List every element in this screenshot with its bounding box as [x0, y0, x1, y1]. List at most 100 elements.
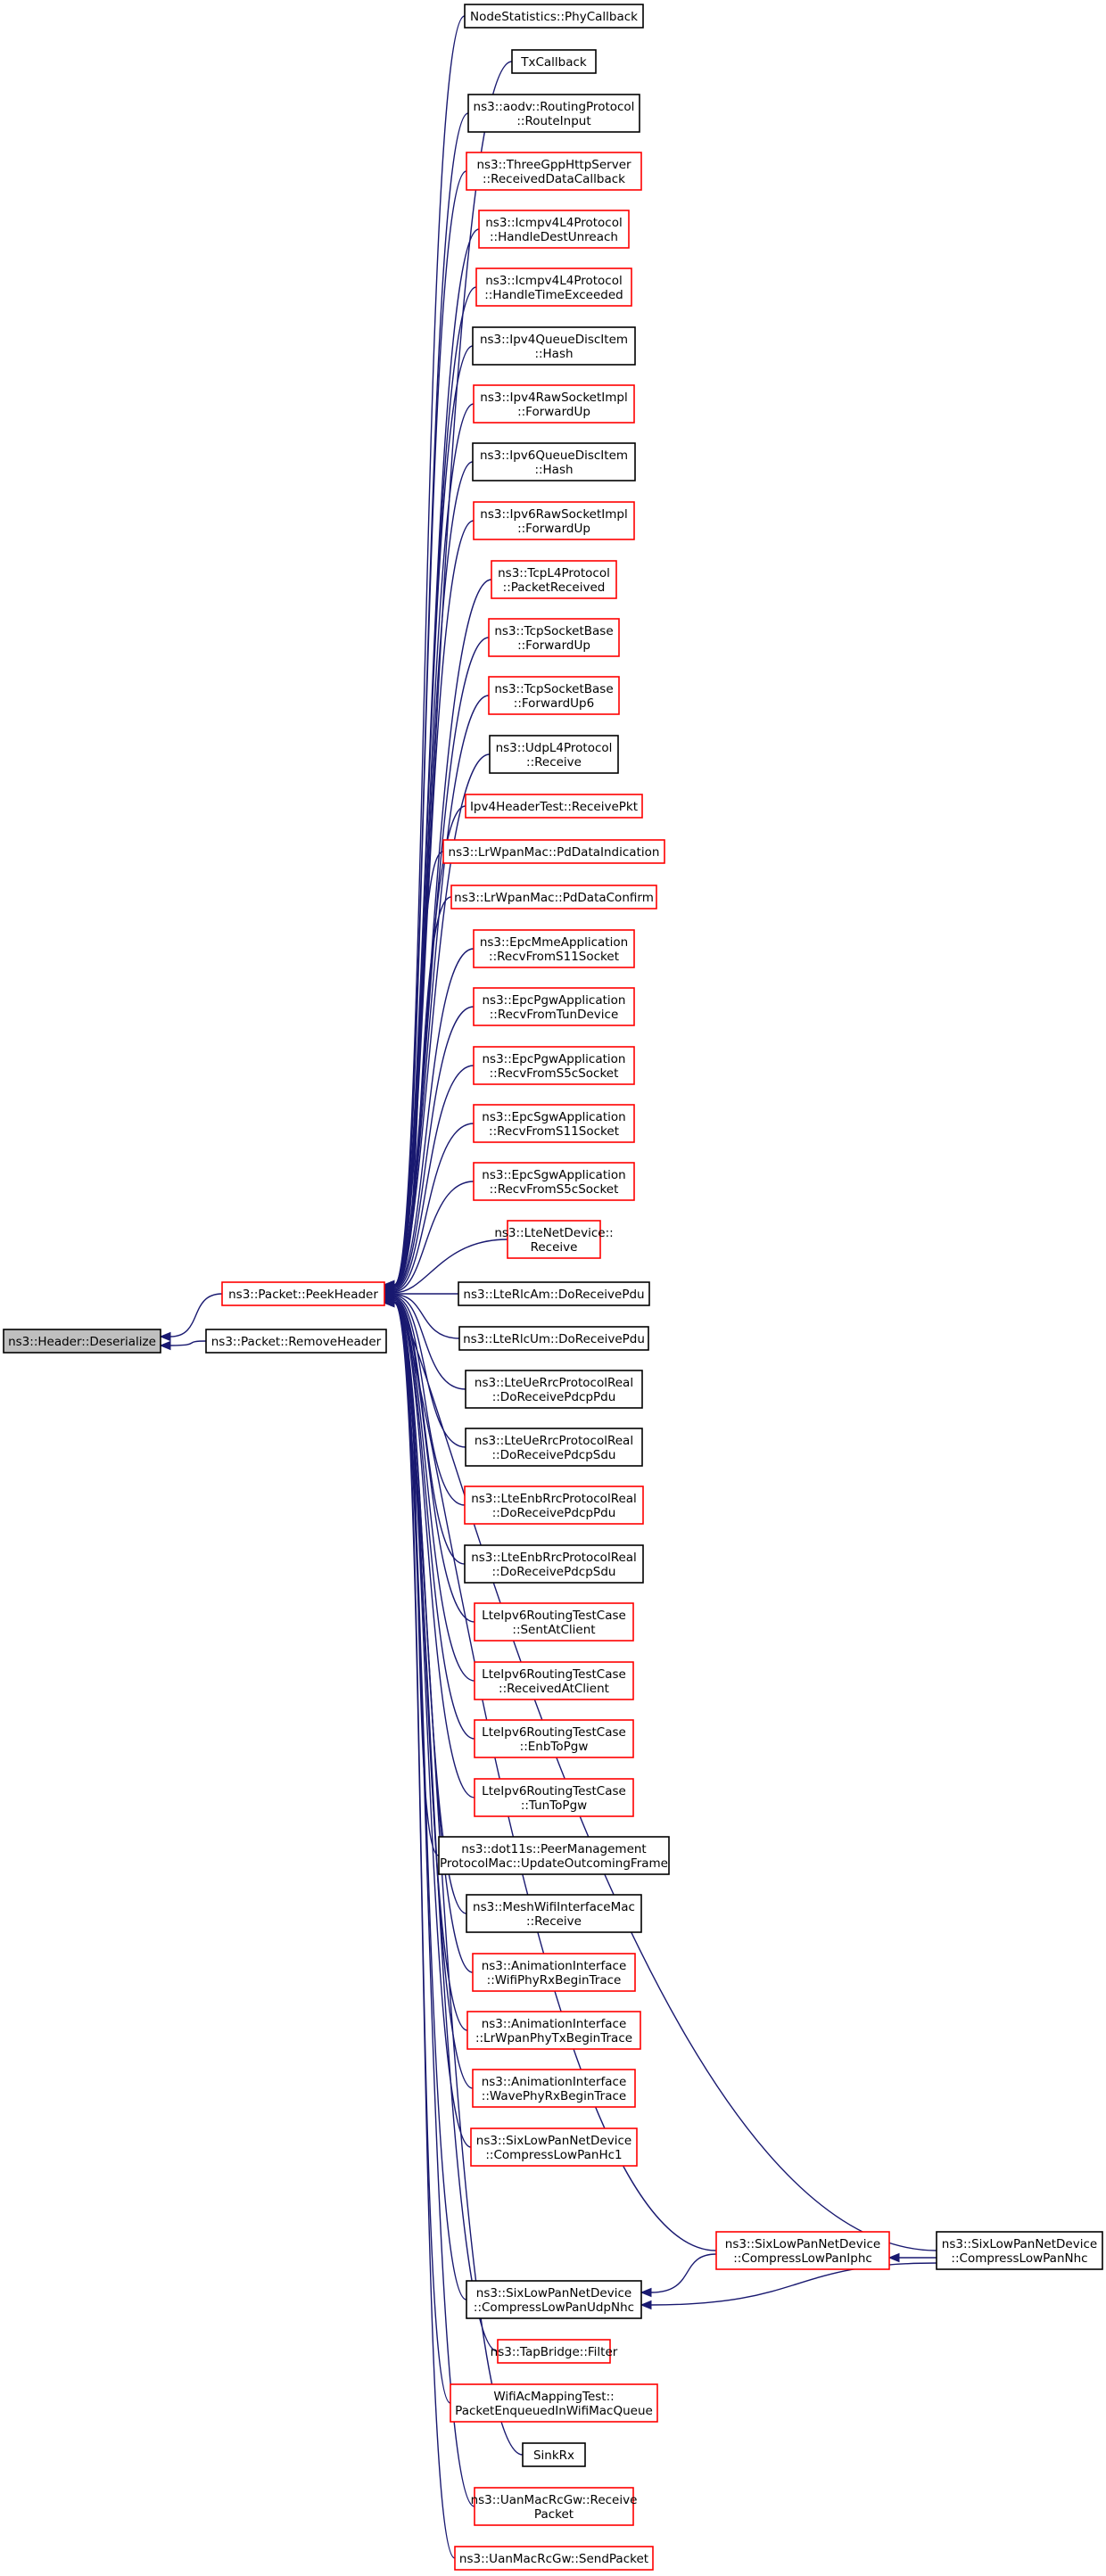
graph-node-n21[interactable]: ns3::EpcSgwApplication::RecvFromS5cSocke…: [473, 1162, 635, 1201]
node-label: ::Receive: [526, 1914, 582, 1929]
graph-node-n3[interactable]: ns3::ThreeGppHttpServer::ReceivedDataCal…: [466, 152, 642, 191]
graph-node-n32[interactable]: LteIpv6RoutingTestCase::TunToPgw: [474, 1778, 634, 1817]
node-label: ns3::EpcSgwApplication: [482, 1110, 625, 1124]
graph-node-n7[interactable]: ns3::Ipv4RawSocketImpl::ForwardUp: [473, 384, 635, 424]
graph-node-n20[interactable]: ns3::EpcSgwApplication::RecvFromS11Socke…: [473, 1104, 635, 1143]
graph-node-n30[interactable]: LteIpv6RoutingTestCase::ReceivedAtClient: [474, 1661, 634, 1700]
node-label: ns3::LrWpanMac::PdDataIndication: [449, 845, 660, 860]
graph-node-n41[interactable]: ns3::SixLowPanNetDevice::CompressLowPanU…: [466, 2280, 642, 2319]
graph-node-n38[interactable]: ns3::SixLowPanNetDevice::CompressLowPanH…: [470, 2127, 638, 2167]
node-box: [473, 384, 635, 424]
graph-node-n1[interactable]: TxCallback: [511, 49, 597, 74]
graph-node-n40[interactable]: ns3::SixLowPanNetDevice::CompressLowPanN…: [936, 2231, 1103, 2270]
node-label: ::CompressLowPanUdpNhc: [474, 2300, 634, 2315]
graph-node-n26[interactable]: ns3::LteUeRrcProtocolReal::DoReceivePdcp…: [465, 1428, 643, 1467]
graph-node-n6[interactable]: ns3::Ipv4QueueDiscItem::Hash: [472, 326, 636, 366]
node-label: ns3::AnimationInterface: [482, 2017, 627, 2031]
node-box: [450, 2383, 658, 2423]
graph-node-n0[interactable]: NodeStatistics::PhyCallback: [464, 4, 644, 29]
graph-node-n37[interactable]: ns3::AnimationInterface::WavePhyRxBeginT…: [472, 2069, 636, 2108]
edge-n38-to-peek: [393, 1302, 472, 2148]
node-box: [497, 2339, 611, 2364]
node-label: ns3::dot11s::PeerManagement: [461, 1842, 646, 1856]
node-box: [507, 1220, 601, 1259]
graph-node-peek[interactable]: ns3::Packet::PeekHeader: [221, 1281, 385, 1306]
graph-node-n33[interactable]: ns3::dot11s::PeerManagementProtocolMac::…: [438, 1836, 670, 1875]
node-label: ns3::SixLowPanNetDevice: [942, 2237, 1097, 2251]
graph-node-n29[interactable]: LteIpv6RoutingTestCase::SentAtClient: [474, 1602, 634, 1642]
graph-node-root[interactable]: ns3::Header::Deserialize: [3, 1329, 161, 1354]
graph-node-n34[interactable]: ns3::MeshWifiInterfaceMac::Receive: [466, 1894, 642, 1933]
node-box: [474, 1719, 634, 1758]
graph-node-n17[interactable]: ns3::EpcMmeApplication::RecvFromS11Socke…: [473, 929, 635, 968]
graph-node-n8[interactable]: ns3::Ipv6QueueDiscItem::Hash: [472, 442, 636, 481]
node-box: [458, 1281, 650, 1306]
edge-n8-to-peek: [393, 461, 474, 1286]
node-label: ns3::SixLowPanNetDevice: [476, 2286, 631, 2300]
node-label: ns3::ThreeGppHttpServer: [476, 158, 631, 172]
node-box: [470, 2127, 638, 2167]
node-label: ::RouteInput: [516, 114, 590, 128]
node-label: ::LrWpanPhyTxBeginTrace: [475, 2031, 632, 2045]
edge-n40-to-n39-arrow: [887, 2252, 900, 2263]
node-label: LteIpv6RoutingTestCase: [482, 1725, 626, 1740]
graph-node-n18[interactable]: ns3::EpcPgwApplication::RecvFromTunDevic…: [473, 987, 635, 1026]
graph-node-n15[interactable]: ns3::LrWpanMac::PdDataIndication: [442, 839, 665, 864]
graph-node-n44[interactable]: SinkRx: [522, 2442, 586, 2467]
node-box: [474, 1602, 634, 1642]
graph-node-n43[interactable]: WifiAcMappingTest::PacketEnqueuedInWifiM…: [450, 2383, 658, 2423]
graph-node-n24[interactable]: ns3::LteRlcUm::DoReceivePdu: [458, 1326, 649, 1351]
node-label: ns3::SixLowPanNetDevice: [725, 2237, 880, 2251]
node-box: [466, 2011, 641, 2050]
graph-node-n19[interactable]: ns3::EpcPgwApplication::RecvFromS5cSocke…: [473, 1046, 635, 1085]
graph-node-remove[interactable]: ns3::Packet::RemoveHeader: [205, 1329, 387, 1354]
node-box: [473, 1162, 635, 1201]
graph-node-n2[interactable]: ns3::aodv::RoutingProtocol::RouteInput: [467, 94, 640, 133]
node-label: ns3::EpcSgwApplication: [482, 1168, 625, 1182]
graph-node-n22[interactable]: ns3::LteNetDevice::Receive: [494, 1220, 614, 1259]
node-label: ns3::SixLowPanNetDevice: [476, 2134, 631, 2148]
graph-node-n9[interactable]: ns3::Ipv6RawSocketImpl::ForwardUp: [473, 501, 635, 540]
node-label: ns3::LteUeRrcProtocolReal: [475, 1434, 633, 1448]
node-box: [472, 442, 636, 481]
graph-node-n10[interactable]: ns3::TcpL4Protocol::PacketReceived: [491, 560, 617, 599]
node-label: ::RecvFromS11Socket: [489, 1124, 619, 1139]
graph-node-n13[interactable]: ns3::UdpL4Protocol::Receive: [489, 735, 619, 774]
node-label: ::ForwardUp6: [514, 696, 594, 711]
node-label: ::RecvFromS5cSocket: [490, 1182, 619, 1197]
node-box: [489, 735, 619, 774]
graph-node-n31[interactable]: LteIpv6RoutingTestCase::EnbToPgw: [474, 1719, 634, 1758]
edge-n45-to-peek: [393, 1302, 475, 2507]
node-label: ::WavePhyRxBeginTrace: [482, 2089, 626, 2103]
node-box: [472, 326, 636, 366]
node-label: ::DoReceivePdcpPdu: [492, 1506, 616, 1520]
graph-node-n27[interactable]: ns3::LteEnbRrcProtocolReal::DoReceivePdc…: [464, 1486, 644, 1525]
graph-node-n12[interactable]: ns3::TcpSocketBase::ForwardUp6: [488, 676, 620, 715]
node-label: ::DoReceivePdcpSdu: [491, 1448, 615, 1462]
graph-node-n25[interactable]: ns3::LteUeRrcProtocolReal::DoReceivePdcp…: [465, 1370, 643, 1409]
graph-node-n28[interactable]: ns3::LteEnbRrcProtocolReal::DoReceivePdc…: [464, 1544, 644, 1584]
node-box: [475, 267, 632, 307]
node-label: ns3::MeshWifiInterfaceMac: [473, 1900, 635, 1914]
graph-node-n14[interactable]: Ipv4HeaderTest::ReceivePkt: [465, 794, 643, 819]
node-label: ::RecvFromS11Socket: [489, 950, 619, 964]
graph-node-n46[interactable]: ns3::UanMacRcGw::SendPacket: [454, 2546, 654, 2571]
graph-node-n23[interactable]: ns3::LteRlcAm::DoReceivePdu: [458, 1281, 650, 1306]
edge-peek-to-root-arrow: [159, 1331, 171, 1342]
graph-node-n4[interactable]: ns3::Icmpv4L4Protocol::HandleDestUnreach: [478, 210, 630, 249]
node-box: [511, 49, 597, 74]
node-label: ::ReceivedAtClient: [499, 1682, 609, 1696]
node-label: ns3::Ipv4QueueDiscItem: [480, 333, 628, 347]
graph-node-n11[interactable]: ns3::TcpSocketBase::ForwardUp: [488, 618, 620, 657]
graph-node-n42[interactable]: ns3::TapBridge::Filter: [491, 2339, 618, 2364]
node-box: [442, 839, 665, 864]
node-label: ns3::UanMacRcGw::SendPacket: [459, 2552, 648, 2566]
graph-node-n39[interactable]: ns3::SixLowPanNetDevice::CompressLowPanI…: [715, 2231, 890, 2270]
edge-n39-to-n41-arrow: [640, 2287, 652, 2298]
graph-node-n36[interactable]: ns3::AnimationInterface::LrWpanPhyTxBegi…: [466, 2011, 641, 2050]
graph-node-n35[interactable]: ns3::AnimationInterface::WifiPhyRxBeginT…: [472, 1953, 636, 1992]
graph-node-n16[interactable]: ns3::LrWpanMac::PdDataConfirm: [450, 885, 657, 909]
node-label: ::ReceivedDataCallback: [483, 172, 625, 186]
graph-node-n5[interactable]: ns3::Icmpv4L4Protocol::HandleTimeExceede…: [475, 267, 632, 307]
